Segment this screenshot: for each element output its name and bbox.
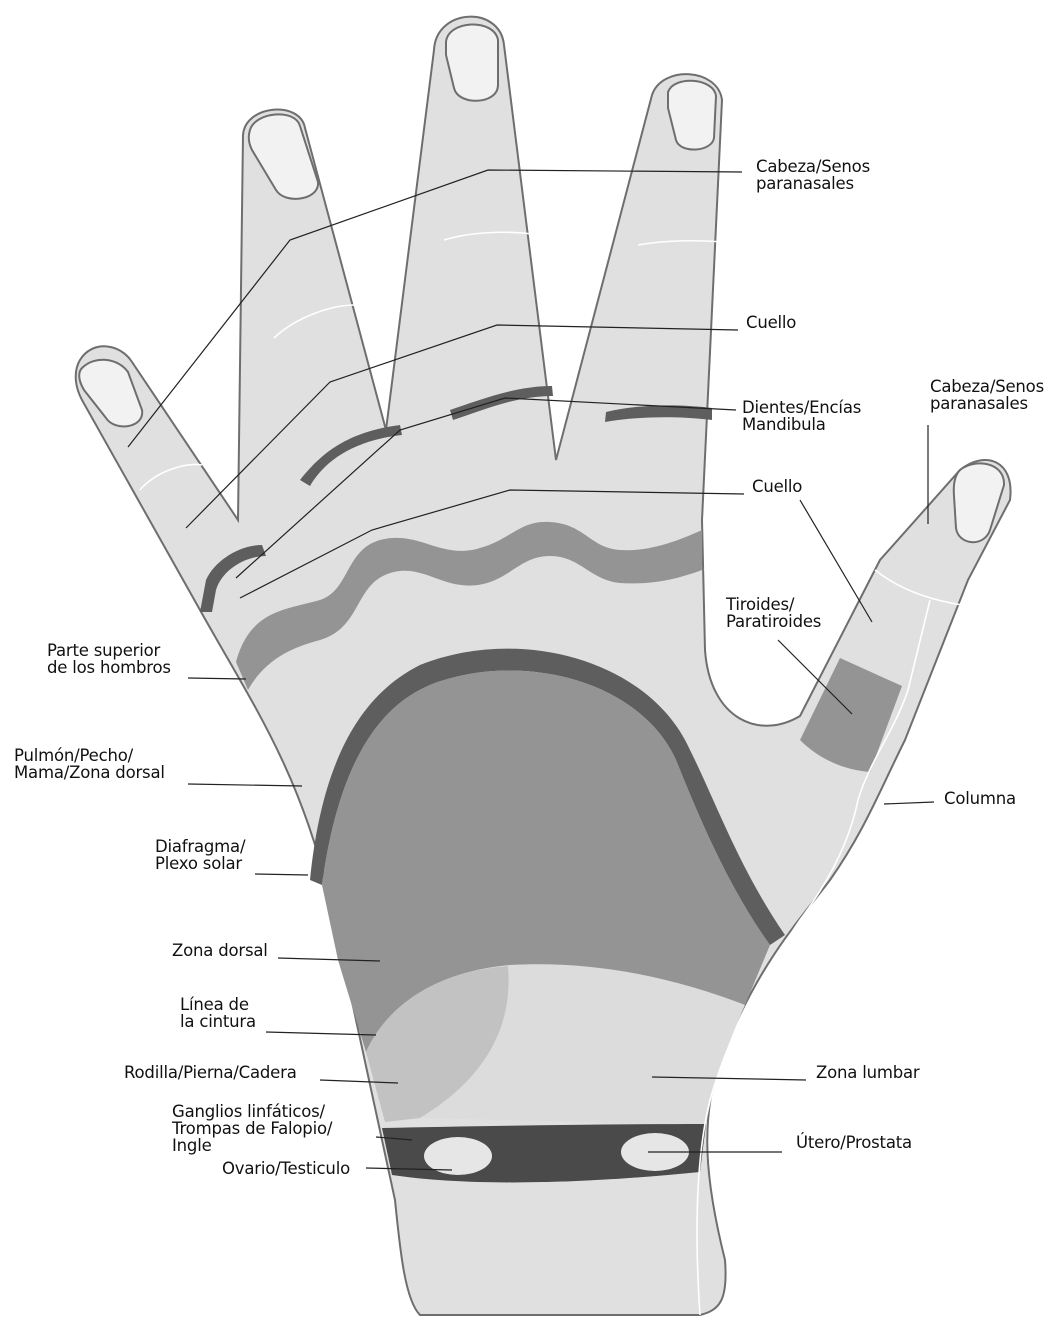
label-ovary: Ovario/Testiculo xyxy=(222,1160,350,1177)
label-knee: Rodilla/Pierna/Cadera xyxy=(124,1064,297,1081)
label-line: Mama/Zona dorsal xyxy=(14,764,165,781)
label-neck-top: Cuello xyxy=(746,314,796,331)
label-thyroid: Tiroides/ Paratiroides xyxy=(726,596,821,630)
label-line: Ganglios linfáticos/ xyxy=(172,1103,332,1120)
label-line: Dientes/Encías xyxy=(742,399,861,416)
label-neck-lower: Cuello xyxy=(752,478,802,495)
label-lumbar: Zona lumbar xyxy=(816,1064,920,1081)
label-lung: Pulmón/Pecho/ Mama/Zona dorsal xyxy=(14,747,165,781)
label-upper-shoulders: Parte superior de los hombros xyxy=(47,642,171,676)
label-line: Diafragma/ xyxy=(155,838,245,855)
label-line: de los hombros xyxy=(47,659,171,676)
label-line: Útero/Prostata xyxy=(796,1134,912,1151)
label-line: Zona dorsal xyxy=(172,942,268,959)
label-line: Parte superior xyxy=(47,642,171,659)
label-line: Columna xyxy=(944,790,1016,807)
label-line: Rodilla/Pierna/Cadera xyxy=(124,1064,297,1081)
index-palm-crease xyxy=(704,565,800,590)
label-diaphragm: Diafragma/ Plexo solar xyxy=(155,838,245,872)
label-lymph: Ganglios linfáticos/ Trompas de Falopio/… xyxy=(172,1103,332,1154)
thumb-nail xyxy=(954,463,1004,542)
label-head-sinus-thumb: Cabeza/Senos paranasales xyxy=(930,378,1044,412)
label-head-sinus-fingers: Cabeza/Senos paranasales xyxy=(756,158,870,192)
label-uterus: Útero/Prostata xyxy=(796,1134,912,1151)
label-waist: Línea de la cintura xyxy=(180,996,256,1030)
label-line: Línea de xyxy=(180,996,256,1013)
middle-nail xyxy=(446,24,498,100)
label-line: Trompas de Falopio/ xyxy=(172,1120,332,1137)
label-teeth-jaw: Dientes/Encías Mandibula xyxy=(742,399,861,433)
label-line: Pulmón/Pecho/ xyxy=(14,747,165,764)
label-line: paranasales xyxy=(756,175,870,192)
label-line: Ovario/Testiculo xyxy=(222,1160,350,1177)
label-spine: Columna xyxy=(944,790,1016,807)
label-line: Paratiroides xyxy=(726,613,821,630)
label-line: Tiroides/ xyxy=(726,596,821,613)
label-dorsal: Zona dorsal xyxy=(172,942,268,959)
label-line: Zona lumbar xyxy=(816,1064,920,1081)
label-line: Cuello xyxy=(746,314,796,331)
label-line: Plexo solar xyxy=(155,855,245,872)
label-line: la cintura xyxy=(180,1013,256,1030)
label-line: Ingle xyxy=(172,1137,332,1154)
label-line: Mandibula xyxy=(742,416,861,433)
label-line: paranasales xyxy=(930,395,1044,412)
label-line: Cabeza/Senos xyxy=(756,158,870,175)
index-nail xyxy=(668,81,716,150)
label-line: Cuello xyxy=(752,478,802,495)
label-line: Cabeza/Senos xyxy=(930,378,1044,395)
